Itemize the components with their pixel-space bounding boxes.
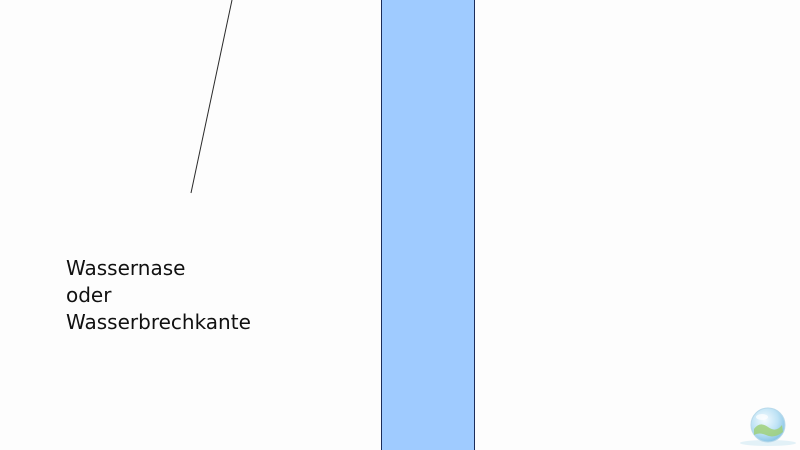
annotation-line-3: Wasserbrechkante [66, 310, 251, 334]
leader-line-stroke [190, 0, 233, 194]
blue-panel [381, 0, 475, 450]
globe-logo-icon [740, 407, 796, 446]
annotation-line-1: Wassernase [66, 256, 186, 280]
annotation-line-2: oder [66, 283, 112, 307]
annotation-label: Wassernase oder Wasserbrechkante [66, 255, 251, 336]
